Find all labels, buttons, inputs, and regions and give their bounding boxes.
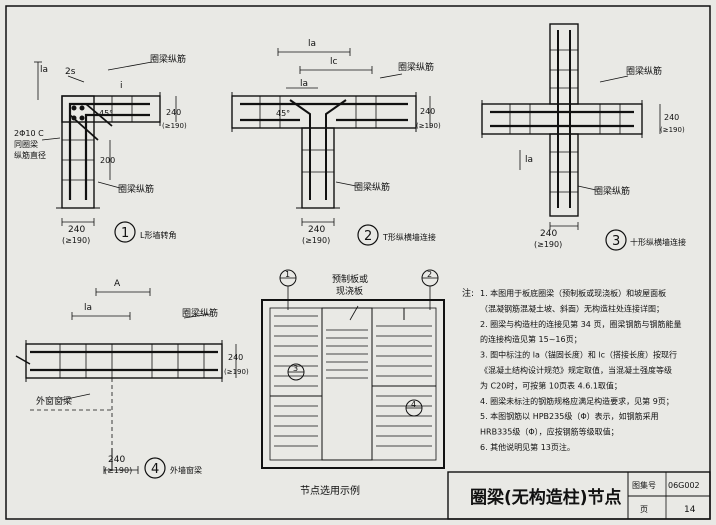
detail-1-dim-height-alt: (≥190) xyxy=(162,122,187,130)
note-line: 1. 本图用于板底圈梁（预制板或现浇板）和坡屋面板 xyxy=(480,288,666,298)
detail-4-number: 4 xyxy=(151,462,159,477)
detail-3-dim-height: 240 xyxy=(664,113,679,122)
note-line: 5. 本图钢筋以 HPB235级（Φ）表示，如钢筋采用 xyxy=(480,411,659,421)
detail-3-wall-bottom xyxy=(549,133,579,217)
detail-3: la 圈梁纵筋 240 (≥190) 圈梁纵筋 240 (≥190) 3 十形纵… xyxy=(481,23,686,251)
detail-4-dim-width-alt: (≥190) xyxy=(104,466,132,475)
detail-1-corner-label-2: 同圈梁 xyxy=(14,140,38,149)
detail-1-dim-200: 200 xyxy=(100,156,115,165)
detail-2-la-top: la xyxy=(308,39,316,49)
detail-2-caption: T形纵横墙连接 xyxy=(382,232,436,242)
note-line: 2. 圈梁与构造柱的连接见第 34 页，圈梁钢筋与钢筋能量 xyxy=(480,319,681,329)
atlas-value: 06G002 xyxy=(668,481,700,490)
detail-2-number-circle xyxy=(357,224,379,246)
detail-2-dim-width: 240 xyxy=(308,225,325,235)
plan-precast-label: 预制板或 xyxy=(332,273,368,285)
detail-3-number: 3 xyxy=(612,234,620,249)
plan-example: 1 2 3 4 预制板或 现浇板 节点选用示例 xyxy=(261,269,445,497)
detail-1-rebar-outer xyxy=(68,102,150,200)
detail-4-beam xyxy=(25,343,223,379)
detail-3-tie-rebar-label: 圈梁纵筋 xyxy=(594,185,630,197)
detail-2-tie-rebar-label: 圈梁纵筋 xyxy=(354,181,390,193)
detail-1-angle-label: 45° xyxy=(99,109,113,118)
detail-4: A la 圈梁纵筋 240 (≥190) 外窗窗梁 240 (≥190) 4 外… xyxy=(15,279,249,479)
note-line: 6. 其他说明见第 13页注。 xyxy=(480,442,575,452)
detail-3-beam xyxy=(481,103,643,135)
detail-2-dim-width-alt: (≥190) xyxy=(302,236,330,245)
note-line: 的连接构造见第 15~16页； xyxy=(480,334,582,344)
detail-3-ring-rebar-label: 圈梁纵筋 xyxy=(626,65,662,77)
detail-4-la-label: la xyxy=(84,303,92,313)
detail-1-dim-height: 240 xyxy=(166,108,181,117)
sheet-border xyxy=(5,5,711,520)
detail-1-2s-label: 2s xyxy=(65,67,76,77)
detail-1: la 2s 圈梁纵筋 i 45° 240 (≥190) 200 2Φ10 C 同… xyxy=(14,53,187,245)
detail-1-caption: L形墙转角 xyxy=(140,230,176,240)
detail-1-rebar-inner xyxy=(84,113,150,200)
note-line: HRB335级（Φ），应按钢筋等级取值； xyxy=(480,427,619,437)
detail-1-corner-label-3: 纵筋直径 xyxy=(14,150,46,160)
detail-1-i-label: i xyxy=(120,81,123,91)
detail-2-wall xyxy=(301,127,335,209)
detail-4-caption: 外墙窗梁 xyxy=(170,465,202,475)
detail-1-dim-width: 240 xyxy=(68,225,85,235)
detail-2-angle-label: 45° xyxy=(276,109,290,118)
plan-ref-2: 2 xyxy=(427,270,432,279)
detail-4-dim-height-alt: (≥190) xyxy=(224,368,249,376)
detail-1-dim-width-alt: (≥190) xyxy=(62,236,90,245)
plan-ref-1: 1 xyxy=(285,270,290,279)
detail-4-A-label: A xyxy=(114,279,121,289)
title-text: 圈梁(无构造柱)节点 xyxy=(470,487,622,508)
plan-ref-3: 3 xyxy=(293,364,298,373)
detail-3-number-circle xyxy=(605,229,627,251)
detail-2-la-mid: lc xyxy=(330,57,338,67)
detail-2-ring-rebar-label: 圈梁纵筋 xyxy=(398,61,434,73)
detail-1-ring-rebar-label: 圈梁纵筋 xyxy=(150,53,186,65)
detail-1-la-label: la xyxy=(40,65,48,75)
atlas-label: 图集号 xyxy=(632,480,656,490)
note-line: 4. 圈梁未标注的钢筋规格应满足构造要求，见第 9页； xyxy=(480,396,674,406)
plan-precast-label-2: 现浇板 xyxy=(336,285,363,297)
detail-3-caption: 十形纵横墙连接 xyxy=(630,237,686,247)
plan-outline xyxy=(261,299,445,469)
notes-block: 注: 1. 本图用于板底圈梁（预制板或现浇板）和坡屋面板 （混凝钢筋混凝土坡、斜面… xyxy=(462,287,681,452)
detail-2-dim-height-alt: (≥190) xyxy=(416,122,441,130)
detail-2-number: 2 xyxy=(364,229,372,244)
detail-3-wall-top xyxy=(549,23,579,105)
detail-2: la lc la 圈梁纵筋 45° 240 (≥190) 圈梁纵筋 240 (≥… xyxy=(231,39,441,246)
detail-4-dim-width: 240 xyxy=(108,455,125,465)
notes-prefix: 注: xyxy=(462,287,474,299)
title-block: 圈梁(无构造柱)节点 图集号 06G002 页 14 xyxy=(447,471,711,520)
page-value: 14 xyxy=(684,505,696,515)
note-line: 《混凝土结构设计规范》规定取值，当混凝土强度等级 xyxy=(480,365,672,375)
detail-4-window-label: 外窗窗梁 xyxy=(36,395,72,407)
detail-1-number: 1 xyxy=(121,226,129,241)
page-label: 页 xyxy=(640,505,648,514)
plan-caption: 节点选用示例 xyxy=(300,484,360,497)
detail-3-dim-width-alt: (≥190) xyxy=(534,240,562,249)
detail-1-wall xyxy=(61,95,95,209)
detail-2-la-left: la xyxy=(300,79,308,89)
note-line: （混凝钢筋混凝土坡、斜面）无构造柱处连接详图； xyxy=(480,303,664,313)
detail-4-dim-height: 240 xyxy=(228,353,243,362)
detail-3-dim-height-alt: (≥190) xyxy=(660,126,685,134)
detail-4-ring-rebar-label: 圈梁纵筋 xyxy=(182,307,218,319)
detail-1-number-circle xyxy=(114,221,136,243)
note-line: 3. 图中标注的 la（锚固长度）和 lc（搭接长度）按现行 xyxy=(480,350,677,360)
detail-1-corner-label: 2Φ10 C xyxy=(14,129,44,138)
detail-4-number-circle xyxy=(144,457,166,479)
detail-3-dim-width: 240 xyxy=(540,229,557,239)
detail-2-dim-height: 240 xyxy=(420,107,435,116)
note-line: 为 C20时，可按第 10页表 4.6.1取值； xyxy=(480,380,622,390)
detail-3-la-label: la xyxy=(525,155,533,165)
detail-1-tie-rebar-label: 圈梁纵筋 xyxy=(118,183,154,195)
plan-ref-4: 4 xyxy=(411,400,416,409)
